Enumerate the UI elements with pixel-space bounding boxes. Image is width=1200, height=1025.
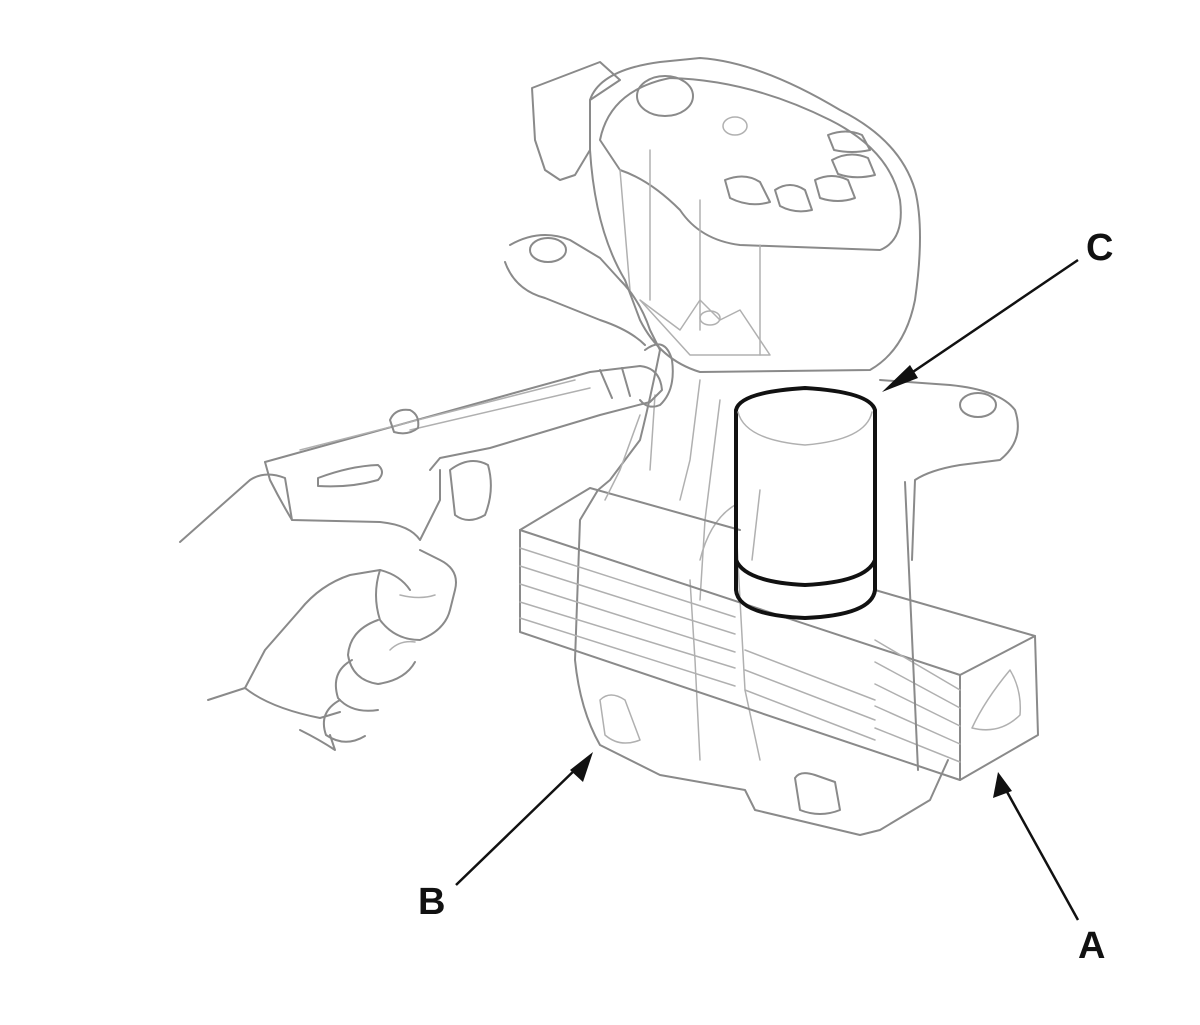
hand bbox=[179, 473, 457, 751]
callout-leader-a bbox=[993, 772, 1080, 921]
callout-leader-c bbox=[882, 258, 1079, 392]
callout-label-a: A bbox=[1078, 925, 1105, 967]
callout-label-b: B bbox=[418, 881, 445, 923]
knuckle-body bbox=[504, 234, 1019, 836]
pin-c bbox=[734, 386, 877, 620]
callout-leader-b bbox=[455, 752, 593, 886]
wood-block bbox=[519, 481, 1039, 781]
motor-housing bbox=[531, 57, 921, 373]
air-tool bbox=[264, 343, 674, 541]
callout-label-c: C bbox=[1086, 227, 1113, 269]
